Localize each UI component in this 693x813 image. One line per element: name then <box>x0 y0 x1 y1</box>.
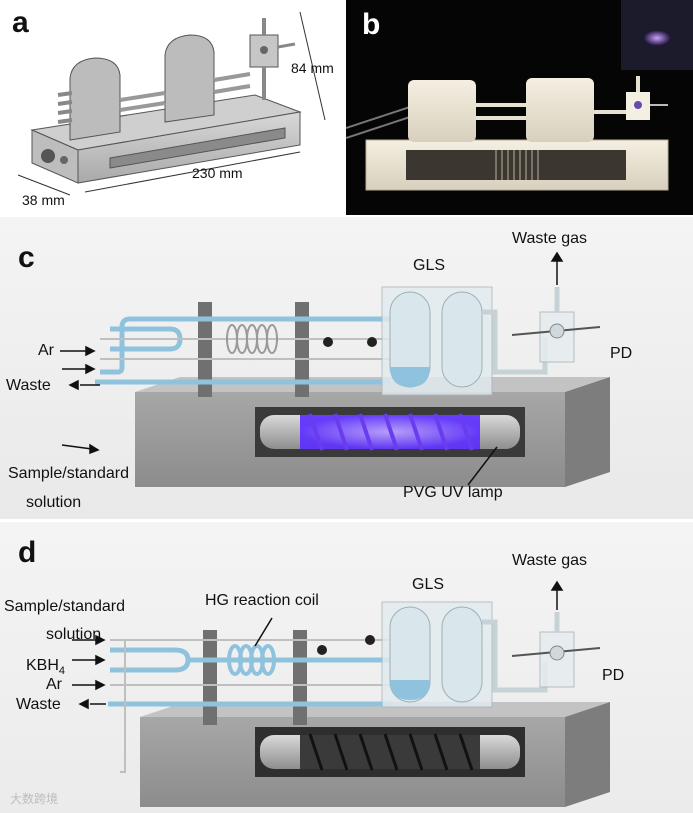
panel-a-letter: a <box>12 6 29 39</box>
sample-label-line2: solution <box>26 494 82 511</box>
sample-label-line1: Sample/standard <box>8 465 129 482</box>
watermark: 大数跨境 <box>10 792 59 806</box>
ar-label: Ar <box>38 342 54 359</box>
ar-label: Ar <box>46 676 62 693</box>
panel-c-letter: c <box>18 241 35 274</box>
panel-b: b <box>346 0 693 215</box>
gls-label: GLS <box>413 257 446 274</box>
pd-label: PD <box>602 667 625 684</box>
device-cad-render <box>17 11 326 196</box>
kbh4-text: KBH <box>26 657 59 674</box>
sample-label-line1: Sample/standard <box>4 598 125 615</box>
panel-d-letter: d <box>18 536 37 569</box>
sample-label-line2: solution <box>46 626 102 643</box>
kbh4-label: KBH4 <box>26 657 65 677</box>
waste-label: Waste <box>16 696 61 713</box>
hg-coil-label: HG reaction coil <box>205 592 319 609</box>
panel-a: a 84 mm 230 mm 38 mm <box>0 0 345 215</box>
length-dimension: 230 mm <box>192 165 243 181</box>
panel-b-letter: b <box>362 8 381 41</box>
schematic-pvg <box>60 251 610 487</box>
gls-label: GLS <box>412 576 445 593</box>
waste-label: Waste <box>6 377 51 394</box>
width-dimension: 38 mm <box>22 192 65 208</box>
waste-gas-label: Waste gas <box>512 552 587 569</box>
waste-gas-label: Waste gas <box>512 230 587 247</box>
panel-c: c Waste gas GLS Ar Waste PD Sample/stand… <box>0 217 693 519</box>
kbh4-subscript: 4 <box>58 665 66 678</box>
pd-label: PD <box>610 345 633 362</box>
uv-lamp-label: PVG UV lamp <box>403 484 503 501</box>
panel-d: d Waste gas GLS HG reaction coil Sample/… <box>0 522 693 813</box>
device-photo <box>346 0 693 191</box>
height-dimension: 84 mm <box>291 60 334 76</box>
schematic-hg <box>72 580 610 807</box>
